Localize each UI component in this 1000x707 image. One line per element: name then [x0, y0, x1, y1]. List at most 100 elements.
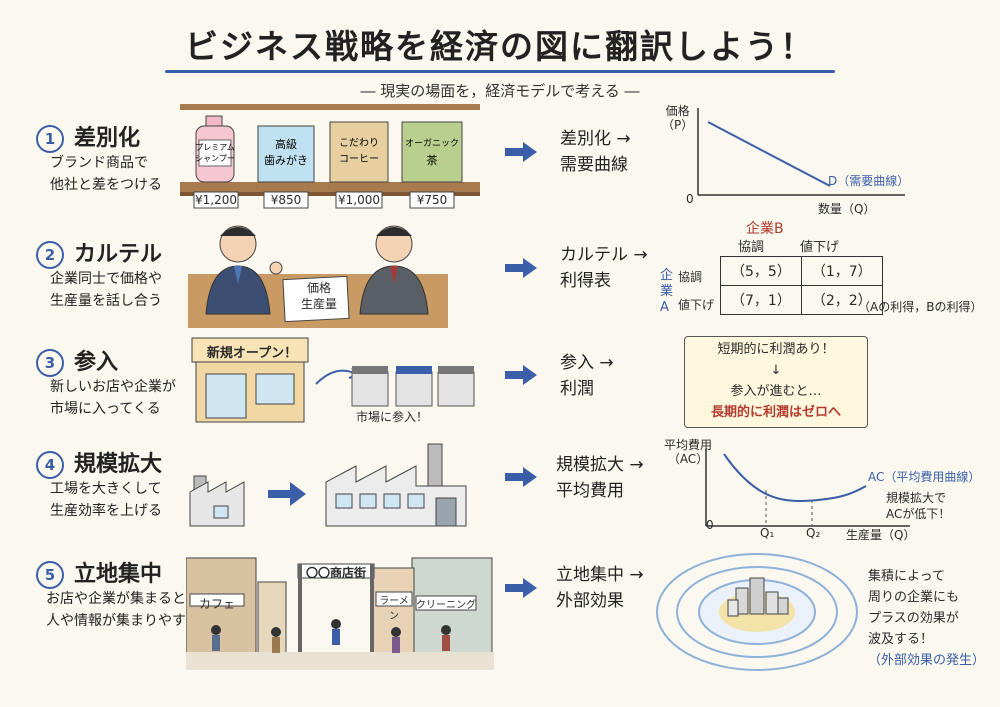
row5-heading: 5 立地集中 — [36, 556, 162, 589]
business-meeting-illustration — [188, 225, 448, 328]
row5-desc-line1: お店や企業が集まると — [46, 591, 186, 607]
row3-desc-line2: 市場に入ってくる — [50, 401, 161, 417]
svg-text:高級: 高級 — [275, 137, 297, 151]
row1-desc-line1: ブランド商品で — [50, 155, 148, 171]
page-subtitle: ― 現実の場面を，経済モデルで考える ― — [360, 82, 640, 100]
profit-line1: 短期的に利潤あり！ — [717, 342, 835, 357]
new-shop-sign: 新規オープン！ — [206, 346, 298, 361]
demand-curve-label: D（需要曲線） — [828, 174, 910, 188]
row2-description: 企業同士で価格や 生産量を話し合う — [50, 268, 162, 312]
svg-text:茶: 茶 — [427, 154, 438, 167]
ac-q2: Q₂ — [806, 526, 821, 540]
row2-title: カルテル — [74, 242, 163, 267]
externality-line3: プラスの効果が — [868, 611, 959, 626]
externality-line2: 周りの企業にも — [868, 590, 960, 605]
row1-arrow-icon — [505, 142, 537, 162]
row4-concept-line1: 規模拡大 → — [556, 455, 644, 475]
average-cost-chart — [705, 448, 910, 527]
row2-arrow-icon — [505, 258, 537, 278]
entry-caption: 市場に参入！ — [356, 410, 429, 424]
product-shelf-illustration: プレミアム シャンプー 高級 歯みがき こだわり コーヒー オーガニック 茶 — [180, 104, 480, 209]
profit-line4: 長期的に利潤はゼロへ — [710, 405, 841, 420]
price-tag-toothpaste: ¥850 — [270, 193, 302, 207]
payoff-col-2: 値下げ — [800, 240, 840, 255]
row5-desc-line2: 人や情報が集まりやすい — [46, 613, 200, 629]
row3-description: 新しいお店や企業が 市場に入ってくる — [50, 376, 176, 420]
new-shop-illustration — [191, 337, 475, 423]
price-tag-tea: ¥750 — [416, 193, 448, 207]
payoff-cell: （1，7） — [800, 256, 883, 286]
sign-cleaning: クリーニング — [416, 600, 476, 611]
row3-concept-line1: 参入 → — [560, 353, 614, 373]
agglomeration-ripple-illustration — [656, 553, 858, 671]
page-title: ビジネス戦略を経済の図に翻訳しよう！ — [185, 27, 815, 66]
row4-title: 規模拡大 — [74, 452, 163, 477]
paper-line2: 生産量 — [300, 297, 337, 311]
meeting-paper-label: 価格 生産量 — [288, 280, 350, 312]
row1-concept-line2: 需要曲線 — [560, 155, 628, 175]
ac-origin: 0 — [706, 518, 714, 532]
row5-concept-line2: 外部効果 — [556, 591, 624, 611]
externality-label: （外部効果の発生） — [868, 653, 986, 668]
ac-q1: Q₁ — [760, 526, 775, 540]
svg-text:プレミアム: プレミアム — [195, 143, 234, 152]
row1-title: 差別化 — [74, 126, 141, 151]
price-tag-coffee: ¥1,000 — [338, 193, 380, 207]
row5-description: お店や企業が集まると 人や情報が集まりやすい — [46, 588, 200, 632]
payoff-col-1: 協調 — [738, 240, 765, 255]
externality-note: 集積によって 周りの企業にも プラスの効果が 波及する！ （外部効果の発生） — [868, 566, 985, 671]
demand-ylabel: 価格（P） — [662, 104, 694, 132]
row4-desc-line2: 生産効率を上げる — [50, 503, 162, 519]
row2-desc-line1: 企業同士で価格や — [50, 271, 162, 287]
ac-ylabel: 平均費用（AC） — [664, 438, 713, 466]
row3-concept-line2: 利潤 — [560, 379, 594, 399]
ac-xlabel: 生産量（Q） — [846, 528, 916, 542]
row4-desc-line1: 工場を大きくして — [50, 481, 162, 497]
row3-desc-line1: 新しいお店や企業が — [50, 379, 176, 395]
payoff-cell: （7，1） — [720, 285, 802, 315]
row2-desc-line2: 生産量を話し合う — [50, 293, 162, 309]
row5-concept-line1: 立地集中 → — [556, 565, 644, 585]
ac-note-line1: 規模拡大で — [886, 491, 947, 505]
row4-arrow-icon — [505, 467, 537, 487]
row1-concept-line1: 差別化 → — [560, 129, 631, 149]
row1-concept: 差別化 → 需要曲線 — [560, 126, 631, 178]
ac-note-line2: ACが低下！ — [886, 507, 951, 521]
profit-line3: 参入が進むと… — [730, 384, 822, 399]
row1-heading: 1 差別化 — [36, 120, 140, 153]
svg-text:オーガニック: オーガニック — [405, 138, 459, 149]
row1-desc-line2: 他社と差をつける — [50, 177, 162, 193]
ac-curve-label: AC（平均費用曲線） — [868, 470, 981, 484]
price-tag-shampoo: ¥1,200 — [195, 193, 237, 207]
demand-curve-chart — [697, 108, 905, 196]
svg-text:シャンプー: シャンプー — [195, 154, 235, 163]
title-underline — [165, 70, 835, 73]
row5-title: 立地集中 — [74, 562, 163, 587]
svg-text:コーヒー: コーヒー — [339, 153, 379, 165]
row5-concept: 立地集中 → 外部効果 — [556, 562, 644, 614]
payoff-row-title: 企業A — [660, 268, 674, 315]
profit-box: 短期的に利潤あり！ ↓ 参入が進むと… 長期的に利潤はゼロへ — [684, 336, 868, 428]
shopping-street-illustration — [186, 557, 494, 670]
row4-description: 工場を大きくして 生産効率を上げる — [50, 478, 162, 522]
factory-expansion-illustration — [189, 443, 467, 527]
payoff-row-1: 協調 — [678, 270, 703, 284]
ac-note: 規模拡大で ACが低下！ — [886, 490, 950, 522]
row2-concept-line2: 利得表 — [560, 271, 611, 291]
row3-arrow-icon — [505, 365, 537, 385]
demand-xlabel: 数量（Q） — [818, 202, 876, 216]
row1-number: 1 — [36, 125, 64, 153]
row5-arrow-icon — [505, 578, 537, 598]
paper-line1: 価格 — [306, 281, 331, 295]
sign-shopping-street-gate: 〇〇商店街 — [305, 566, 366, 580]
row3-concept: 参入 → 利潤 — [560, 350, 614, 402]
row2-number: 2 — [36, 241, 64, 269]
row4-concept-line2: 平均費用 — [556, 481, 624, 501]
row5-number: 5 — [36, 561, 64, 589]
sign-ramen: ラーメン — [379, 596, 409, 622]
svg-text:歯みがき: 歯みがき — [264, 153, 308, 167]
externality-line4: 波及する！ — [868, 632, 934, 647]
payoff-col-title: 企業B — [746, 221, 784, 237]
payoff-row-2: 値下げ — [678, 298, 715, 312]
